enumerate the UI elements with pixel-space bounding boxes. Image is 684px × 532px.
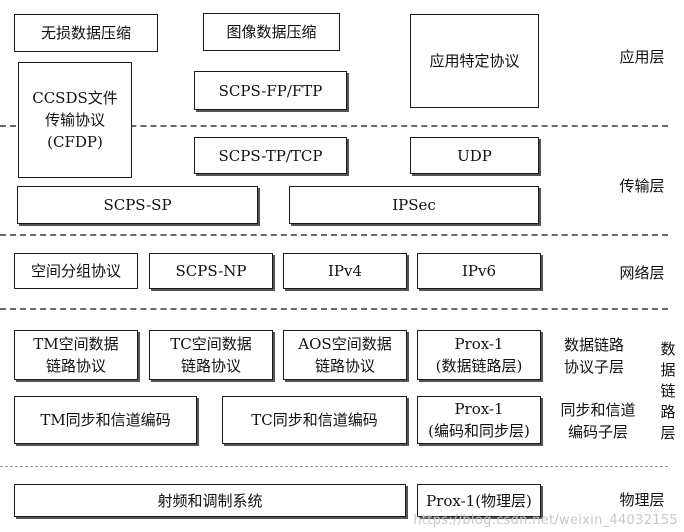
aos-link-protocol-box: AOS空间数据 链路协议 [283,330,407,380]
rf-modulation-box: 射频和调制系统 [14,484,406,517]
lossless-compression-box: 无损数据压缩 [14,14,158,52]
scps-np-box: SCPS-NP [149,253,273,289]
label-network-layer: 网络层 [619,264,665,282]
cfdp-box: CCSDS文件 传输协议 (CFDP) [18,62,132,178]
tm-sync-coding-box: TM同步和信道编码 [14,396,197,444]
label-sync-coding-sublayer: 同步和信道 编码子层 [560,401,636,441]
scps-fp-box: SCPS-FP/FTP [194,71,347,110]
ipv6-box: IPv6 [417,253,541,289]
separator-app-transport [0,125,668,127]
separator-transport-network [0,234,668,236]
prox1-physical-box: Prox-1(物理层) [417,484,541,517]
prox1-sync-box: Prox-1 (编码和同步层) [417,396,541,444]
prox1-datalink-box: Prox-1 (数据链路层) [417,330,541,380]
separator-network-datalink [0,308,668,310]
label-data-link-layer: 数据链路层 [660,340,676,442]
app-specific-protocol-box: 应用特定协议 [410,14,539,108]
ipv4-box: IPv4 [283,253,407,289]
tc-link-protocol-box: TC空间数据 链路协议 [149,330,273,380]
scps-tp-box: SCPS-TP/TCP [194,137,347,174]
ipsec-box: IPSec [289,186,539,224]
separator-datalink-physical [0,466,668,467]
udp-box: UDP [410,137,539,174]
tm-link-protocol-box: TM空间数据 链路协议 [14,330,138,380]
image-compression-box: 图像数据压缩 [203,13,340,51]
space-packet-protocol-box: 空间分组协议 [14,253,138,289]
label-physical-layer: 物理层 [619,491,665,509]
label-dl-protocol-sublayer: 数据链路 协议子层 [563,336,624,376]
label-transport-layer: 传输层 [619,177,665,195]
scps-sp-box: SCPS-SP [17,186,258,224]
watermark-url: https://blog.csdn.net/weixin_44032155 [413,513,678,528]
tc-sync-coding-box: TC同步和信道编码 [222,396,407,444]
label-application-layer: 应用层 [619,48,665,66]
